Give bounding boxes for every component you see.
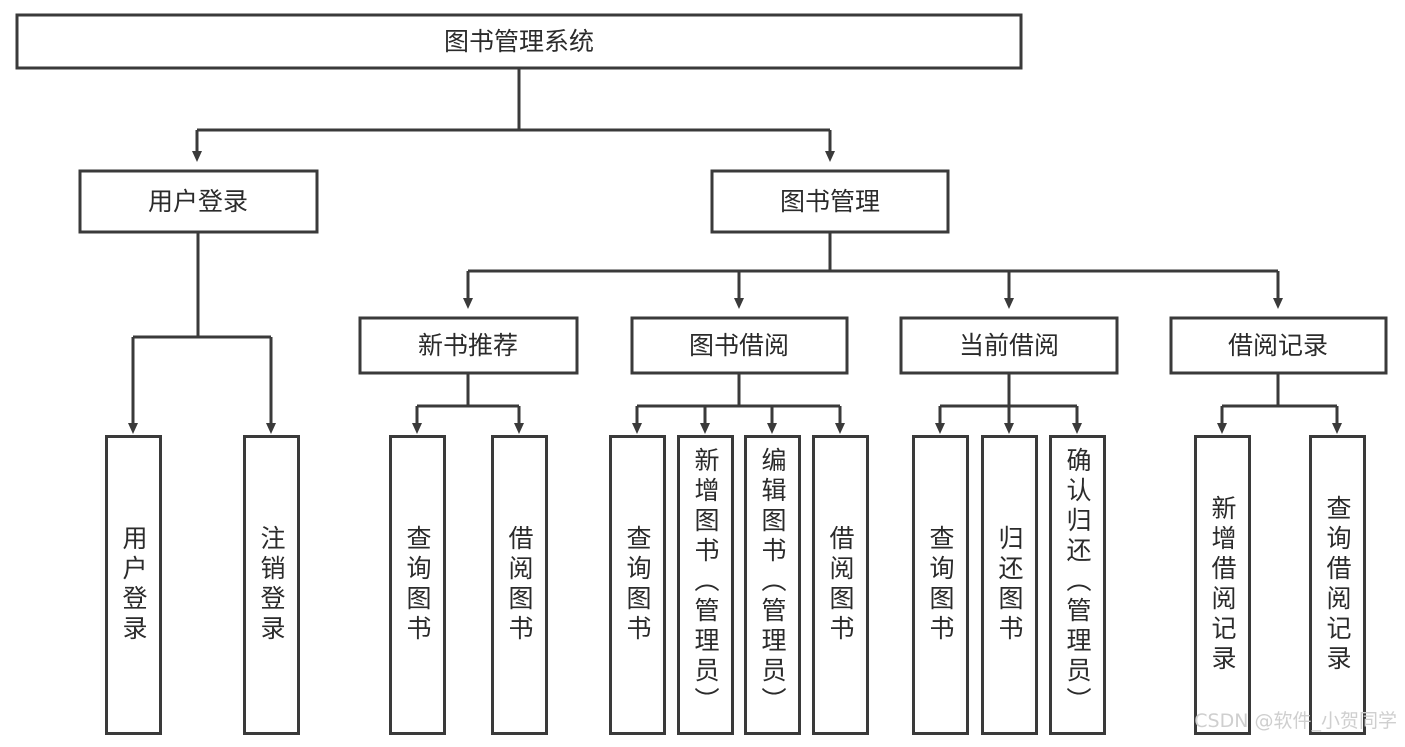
leaf-label: 归还图书 — [995, 525, 1024, 645]
node-borrow-record[interactable]: 借阅记录 — [1169, 316, 1388, 375]
leaf-label: 查询借阅记录 — [1323, 495, 1352, 675]
leaf-book-borrow-3[interactable]: 借阅图书 — [812, 435, 869, 735]
leaf-label: 查询图书 — [926, 525, 955, 645]
leaf-label: 查询图书 — [623, 525, 652, 645]
node-current-borrow-label: 当前借阅 — [959, 331, 1059, 360]
leaf-label: 用户登录 — [119, 525, 148, 645]
leaf-user-login-0[interactable]: 用户登录 — [105, 435, 162, 735]
leaf-borrow-record-1[interactable]: 查询借阅记录 — [1309, 435, 1366, 735]
node-book-management[interactable]: 图书管理 — [710, 169, 950, 234]
leaf-label: 确认归还（管理员） — [1063, 447, 1092, 717]
node-user-login[interactable]: 用户登录 — [78, 169, 319, 234]
leaf-book-borrow-1[interactable]: 新增图书（管理员） — [677, 435, 734, 735]
leaf-label: 编辑图书（管理员） — [758, 447, 787, 717]
leaf-label: 新增图书（管理员） — [691, 447, 720, 717]
leaf-book-borrow-2[interactable]: 编辑图书（管理员） — [744, 435, 801, 735]
node-book-borrow-label: 图书借阅 — [689, 331, 789, 360]
leaf-label: 新增借阅记录 — [1208, 495, 1237, 675]
leaf-label: 查询图书 — [403, 525, 432, 645]
leaf-label: 借阅图书 — [505, 525, 534, 645]
leaf-book-borrow-0[interactable]: 查询图书 — [609, 435, 666, 735]
node-new-book-recommend[interactable]: 新书推荐 — [358, 316, 579, 375]
node-root-label: 图书管理系统 — [444, 27, 594, 56]
node-user-login-label: 用户登录 — [148, 187, 248, 216]
leaf-current-borrow-2[interactable]: 确认归还（管理员） — [1049, 435, 1106, 735]
leaf-borrow-record-0[interactable]: 新增借阅记录 — [1194, 435, 1251, 735]
node-root[interactable]: 图书管理系统 — [15, 13, 1023, 70]
node-borrow-record-label: 借阅记录 — [1228, 331, 1328, 360]
leaf-user-login-1[interactable]: 注销登录 — [243, 435, 300, 735]
node-book-borrow[interactable]: 图书借阅 — [630, 316, 849, 375]
leaf-current-borrow-0[interactable]: 查询图书 — [912, 435, 969, 735]
node-book-management-label: 图书管理 — [780, 187, 880, 216]
leaf-current-borrow-1[interactable]: 归还图书 — [981, 435, 1038, 735]
node-new-book-recommend-label: 新书推荐 — [418, 331, 518, 360]
leaf-label: 注销登录 — [257, 525, 286, 645]
leaf-new-book-1[interactable]: 借阅图书 — [491, 435, 548, 735]
leaf-label: 借阅图书 — [826, 525, 855, 645]
leaf-new-book-0[interactable]: 查询图书 — [389, 435, 446, 735]
node-current-borrow[interactable]: 当前借阅 — [899, 316, 1119, 375]
